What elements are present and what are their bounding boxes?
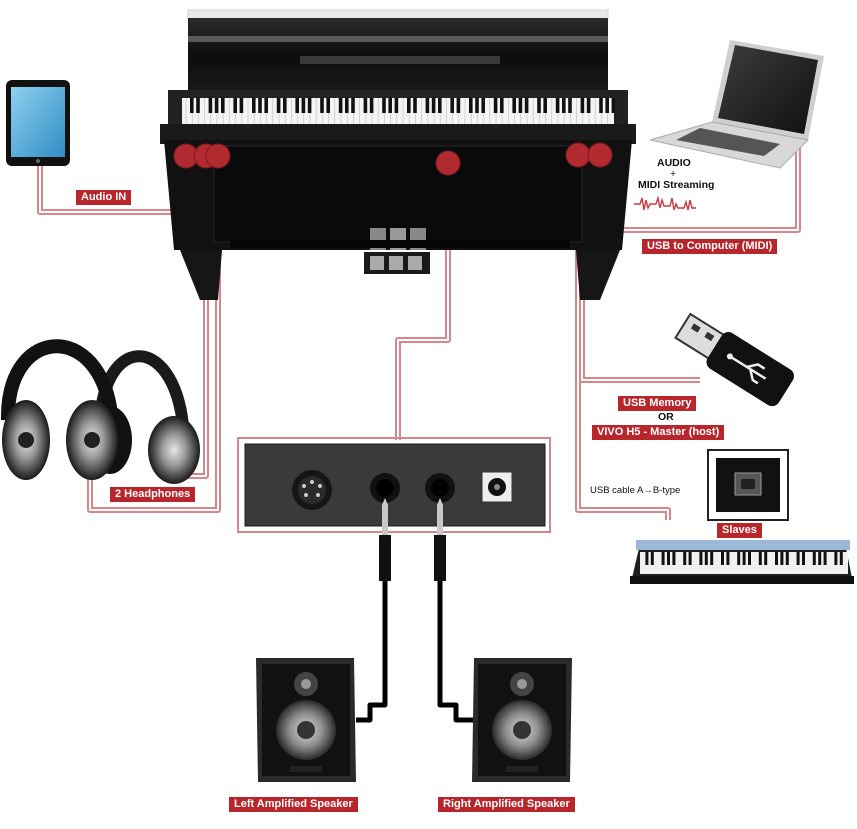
tablet-icon xyxy=(6,80,70,166)
usb-b-port-callout xyxy=(707,449,789,521)
jack-usb-host-dot xyxy=(565,142,591,168)
usb-memory-label: USB Memory xyxy=(618,396,697,411)
jack-plugs xyxy=(379,498,446,581)
slaves-label: Slaves xyxy=(717,523,762,538)
left-speaker-icon xyxy=(256,658,356,782)
output-left-jack xyxy=(370,473,400,503)
audio-wave-icon xyxy=(634,195,696,211)
midi-streaming-label: MIDI Streaming xyxy=(638,179,715,191)
midi-din-port xyxy=(292,470,332,510)
jack-usb-computer-dot xyxy=(587,142,613,168)
audio-in-label: Audio IN xyxy=(76,190,132,205)
plus-label: + xyxy=(670,168,677,180)
jack-output-dot xyxy=(435,150,461,176)
usb-computer-label: USB to Computer (MIDI) xyxy=(642,239,778,254)
dc-in-port xyxy=(481,471,513,503)
vivo-h5-label: VIVO H5 - Master (host) xyxy=(592,425,725,440)
headphones-label: 2 Headphones xyxy=(110,487,196,502)
right-speaker-label: Right Amplified Speaker xyxy=(438,797,575,812)
jack-dots xyxy=(173,142,613,176)
back-panel xyxy=(237,437,551,533)
speaker-cables xyxy=(356,580,474,723)
midi-keyboard-icon xyxy=(630,540,854,584)
right-speaker-icon xyxy=(472,658,572,782)
laptop-icon xyxy=(649,40,824,169)
output-right-jack xyxy=(425,473,455,503)
jack-phones2-dot xyxy=(205,143,231,169)
usb-cable-label: USB cable A→B-type xyxy=(590,485,681,496)
usb-stick-icon xyxy=(674,312,794,407)
or-label: OR xyxy=(658,411,674,423)
cables xyxy=(37,148,801,520)
headphones-icon xyxy=(0,339,200,484)
audio-label: AUDIO xyxy=(657,157,691,169)
digital-piano xyxy=(160,9,636,300)
left-speaker-label: Left Amplified Speaker xyxy=(229,797,358,812)
